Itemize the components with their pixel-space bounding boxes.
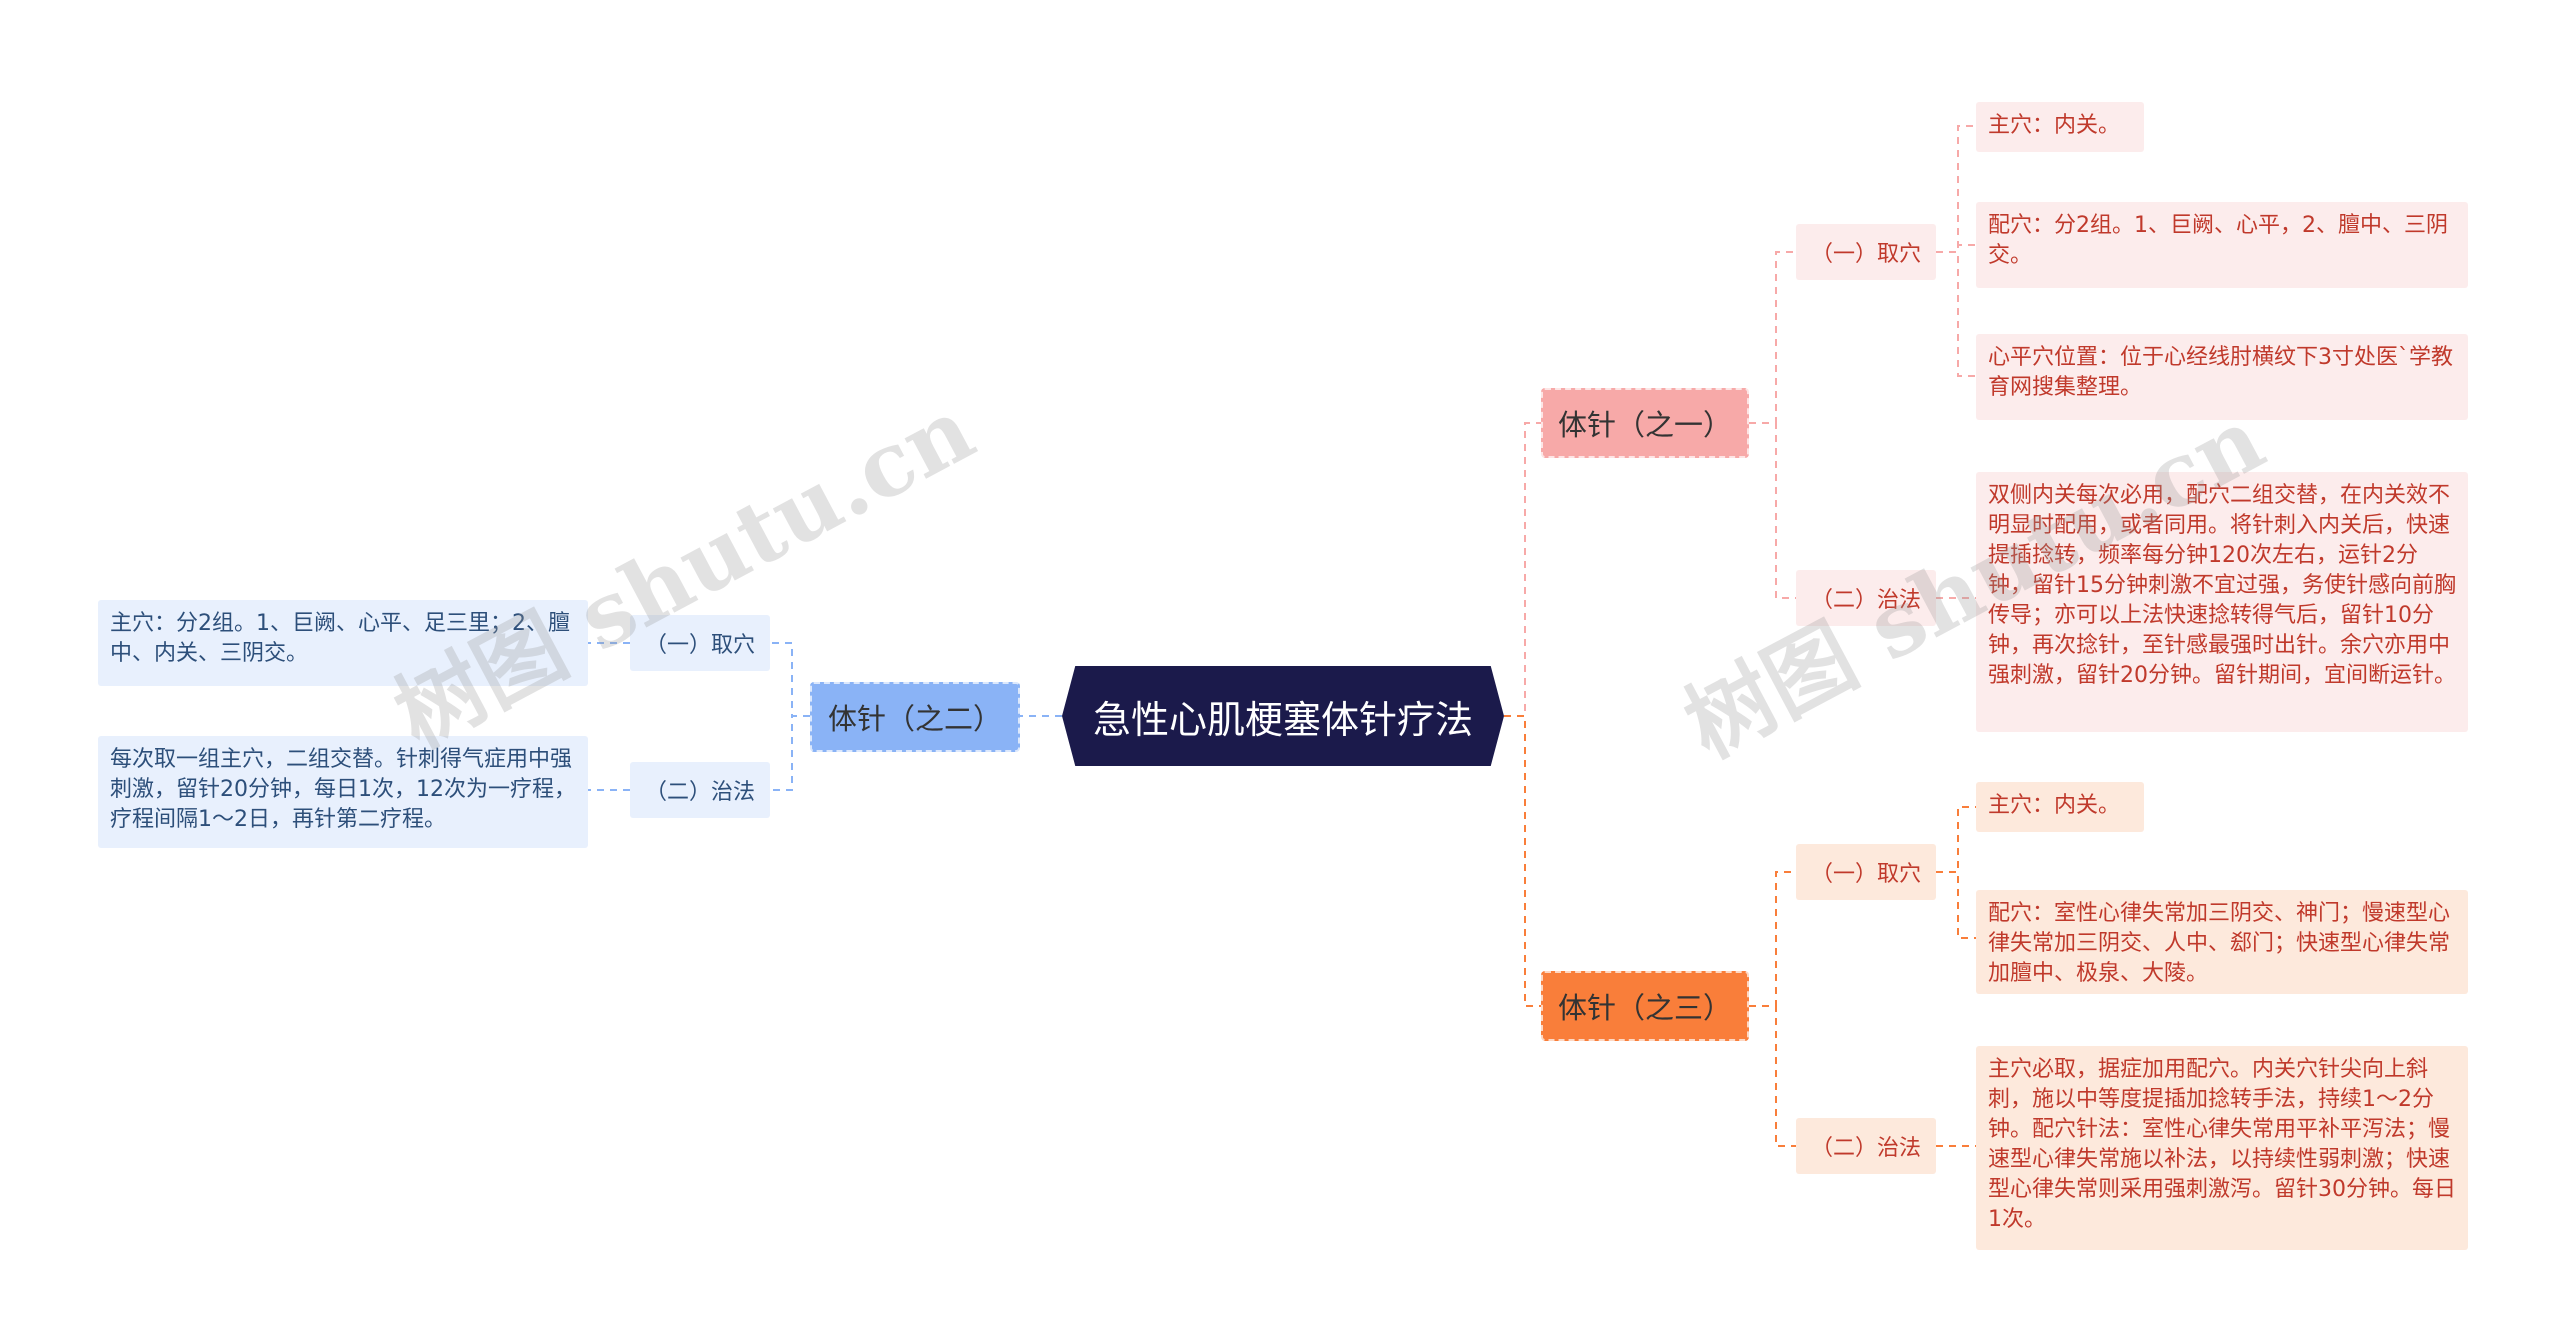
branch-tizhen-3[interactable]: 体针（之三）	[1541, 971, 1749, 1041]
subtopic-quxue[interactable]: （一）取穴	[1796, 844, 1936, 900]
leaf-note[interactable]: 每次取一组主穴，二组交替。针刺得气症用中强刺激，留针20分钟，每日1次，12次为…	[98, 736, 588, 848]
leaf-note[interactable]: 配穴：室性心律失常加三阴交、神门；慢速型心律失常加三阴交、人中、郄门；快速型心律…	[1976, 890, 2468, 994]
leaf-note[interactable]: 双侧内关每次必用，配穴二组交替，在内关效不明显时配用，或者同用。将针刺入内关后，…	[1976, 472, 2468, 732]
leaf-note[interactable]: 主穴：内关。	[1976, 102, 2144, 152]
branch-tizhen-1[interactable]: 体针（之一）	[1541, 388, 1749, 458]
leaf-note[interactable]: 主穴：内关。	[1976, 782, 2144, 832]
branch-tizhen-2[interactable]: 体针（之二）	[810, 682, 1020, 752]
leaf-note[interactable]: 主穴：分2组。1、巨阙、心平、足三里；2、膻中、内关、三阴交。	[98, 600, 588, 686]
subtopic-label: （一）取穴	[1810, 862, 1921, 887]
subtopic-label: （二）治法	[644, 780, 755, 805]
subtopic-zhifa[interactable]: （二）治法	[1796, 570, 1936, 626]
leaf-note[interactable]: 配穴：分2组。1、巨阙、心平，2、膻中、三阴交。	[1976, 202, 2468, 288]
leaf-note[interactable]: 主穴必取，据症加用配穴。内关穴针尖向上斜刺，施以中等度提插加捻转手法，持续1～2…	[1976, 1046, 2468, 1250]
subtopic-label: （二）治法	[1810, 588, 1921, 613]
branch-label: 体针（之三）	[1557, 991, 1732, 1025]
root-topic-label: 急性心肌梗塞体针疗法	[1092, 697, 1473, 742]
branch-label: 体针（之一）	[1557, 408, 1732, 442]
subtopic-label: （二）治法	[1810, 1136, 1921, 1161]
subtopic-zhifa[interactable]: （二）治法	[1796, 1118, 1936, 1174]
subtopic-quxue[interactable]: （一）取穴	[630, 615, 770, 671]
branch-label: 体针（之二）	[827, 702, 1002, 736]
subtopic-label: （一）取穴	[644, 633, 755, 658]
leaf-note[interactable]: 心平穴位置：位于心经线肘横纹下3寸处医`学教育网搜集整理。	[1976, 334, 2468, 420]
subtopic-quxue[interactable]: （一）取穴	[1796, 224, 1936, 280]
root-topic[interactable]: 急性心肌梗塞体针疗法	[1062, 666, 1504, 766]
subtopic-label: （一）取穴	[1810, 242, 1921, 267]
subtopic-zhifa[interactable]: （二）治法	[630, 762, 770, 818]
